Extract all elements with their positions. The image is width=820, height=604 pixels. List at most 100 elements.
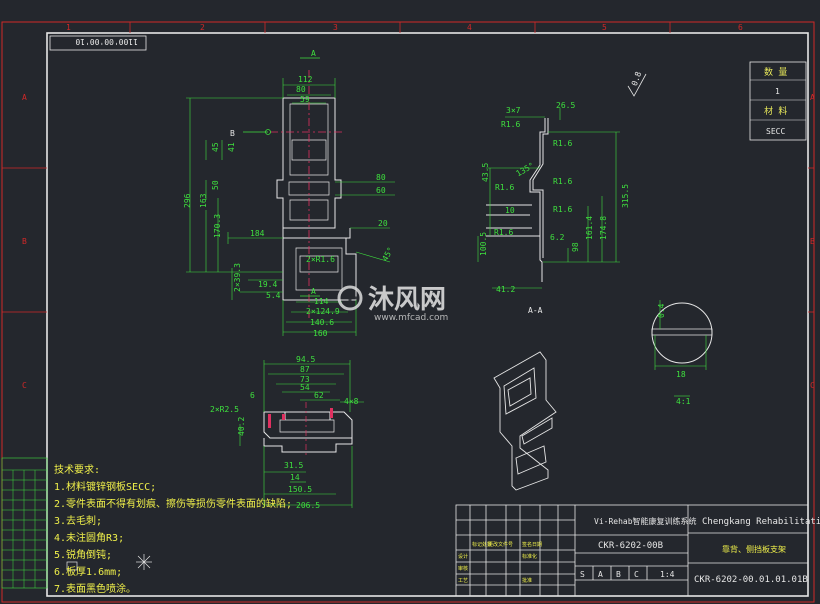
dim-19-4: 19.4 <box>258 280 277 289</box>
company-name: Chengkang Rehabilitation <box>702 517 820 527</box>
dim-14: 14 <box>290 473 300 482</box>
dim-6: 6 <box>250 391 255 400</box>
section-marks: A A B <box>230 49 320 297</box>
zone-label-top: 4 <box>467 23 472 32</box>
note-line: 6.板厚1.6mm; <box>54 565 122 578</box>
watermark-logo-icon <box>337 285 363 311</box>
dim-112: 112 <box>298 75 313 84</box>
dim-45deg: 45° <box>380 246 395 263</box>
section-mark-a-top: A <box>311 49 316 58</box>
dim-2x124-9: 2×124.9 <box>306 307 340 316</box>
bottom-marks <box>268 408 333 428</box>
zone-label-side: B <box>810 237 815 246</box>
bom-table: 数 量 1 材 料 SECC <box>749 61 807 141</box>
dim-114: 114 <box>314 297 329 306</box>
note-line: 3.去毛刺; <box>54 515 102 527</box>
section-view <box>486 118 549 282</box>
bom-value-material: SECC <box>766 127 785 136</box>
dim-5-4: 5.4 <box>266 291 281 300</box>
dim-315-5: 315.5 <box>621 184 630 208</box>
dim-2x39-3: 2×39.3 <box>233 263 242 292</box>
scale-value: 1:4 <box>660 570 675 579</box>
section-title: A-A <box>528 306 543 315</box>
dim-206-5: 206.5 <box>296 501 320 510</box>
bottom-dim-labels: 94.5 87 73 54 62 2×R2.5 6 4×8 40.2 31.5 … <box>210 355 359 510</box>
dim-80: 80 <box>296 85 306 94</box>
ucs-icon <box>66 561 78 571</box>
revision-table <box>1 457 48 589</box>
dim-r1-6-b: R1.6 <box>553 139 572 148</box>
dim-98: 98 <box>571 242 580 252</box>
tb-cell: 工艺 <box>458 578 468 584</box>
dim-170-3: 170.3 <box>213 214 222 238</box>
zone-label-top: 2 <box>200 23 205 32</box>
dim-80-right: 80 <box>376 173 386 182</box>
dim-45: 45 <box>211 142 220 152</box>
tb-cell: 标记处数 <box>472 541 492 548</box>
front-dim-lines <box>186 78 395 336</box>
dim-31-5: 31.5 <box>284 461 303 470</box>
watermark-brand: 沐风网 <box>368 285 446 315</box>
dim-2xr2-5: 2×R2.5 <box>210 405 239 414</box>
dim-174-8: 174.8 <box>599 216 608 240</box>
zone-label-top: 5 <box>602 23 607 32</box>
dim-87: 87 <box>300 365 310 374</box>
zone-label-side: A <box>22 93 27 102</box>
inner-frame <box>46 32 809 597</box>
dim-r1-6-a: R1.6 <box>501 120 520 129</box>
title-block-text: Vi-Rehab智能康复训练系统 CKR-6202-00B Chengkang … <box>458 516 820 585</box>
tb-cell: 审核 <box>458 565 468 572</box>
watermark: 沐风网 www.mfcad.com <box>337 285 448 323</box>
zone-label-side: B <box>22 237 27 246</box>
dim-3x7: 3×7 <box>506 106 521 115</box>
note-line: 5.锐角倒钝; <box>54 548 112 561</box>
dim-73: 73 <box>300 375 310 384</box>
dim-100-5: 100.5 <box>479 232 488 256</box>
stage-b: B <box>616 570 621 579</box>
dim-59: 59 <box>300 95 310 104</box>
dim-10: 10 <box>505 206 515 215</box>
zone-label-top: 3 <box>333 23 338 32</box>
dim-140-6: 140.6 <box>310 318 334 327</box>
drawing-code: CKR-6202-00B <box>598 541 663 551</box>
zone-label-top: 6 <box>738 23 743 32</box>
bom-header-qty: 数 量 <box>764 66 787 78</box>
dim-6-2: 6.2 <box>550 233 565 242</box>
stamp-text: 1100'00'00'10 <box>75 37 138 46</box>
bottom-view <box>263 411 353 453</box>
dim-296: 296 <box>183 193 192 208</box>
section-dim-lines <box>477 108 620 289</box>
stamp-box <box>49 35 147 51</box>
dim-40-2: 40.2 <box>237 417 246 436</box>
dim-184: 184 <box>250 229 265 238</box>
project-name: Vi-Rehab智能康复训练系统 <box>594 516 697 526</box>
section-mark-b: B <box>230 129 235 138</box>
stage-c: C <box>634 570 639 579</box>
dim-41: 41 <box>227 142 236 152</box>
dim-62: 62 <box>314 391 324 400</box>
bottom-dim-lines <box>239 360 364 508</box>
dim-50: 50 <box>211 180 220 190</box>
dim-160: 160 <box>313 329 328 338</box>
tb-cell: 批准 <box>522 577 532 584</box>
isometric-view <box>493 351 557 491</box>
note-line: 4.未注圆角R3; <box>54 531 124 544</box>
dim-161-4: 161.4 <box>585 216 594 240</box>
note-line: 2.零件表面不得有划痕、擦伤等损伤零件表面的缺陷; <box>54 497 292 510</box>
title-block <box>455 504 809 597</box>
dim-0-4: 0.4 <box>657 303 666 318</box>
crosshair-icon <box>136 554 152 570</box>
stage-s: S <box>580 570 585 579</box>
front-dim-labels: 112 80 59 45 41 50 80 60 296 163 170.3 1… <box>183 75 395 338</box>
dim-r1-6-e: R1.6 <box>553 205 572 214</box>
zone-label-side: C <box>810 381 815 390</box>
tb-cell: 签名日期 <box>522 541 542 548</box>
section-dim-labels: 3×7 26.5 R1.6 R1.6 R1.6 135° 43.5 R1.6 1… <box>479 101 630 294</box>
bom-value-qty: 1 <box>775 87 780 96</box>
dim-2xr1-6: 2×R1.6 <box>306 255 335 264</box>
front-view <box>276 97 357 301</box>
dim-26-5: 26.5 <box>556 101 575 110</box>
dim-r1-6-c: R1.6 <box>553 177 572 186</box>
zone-label-side: A <box>810 93 815 102</box>
